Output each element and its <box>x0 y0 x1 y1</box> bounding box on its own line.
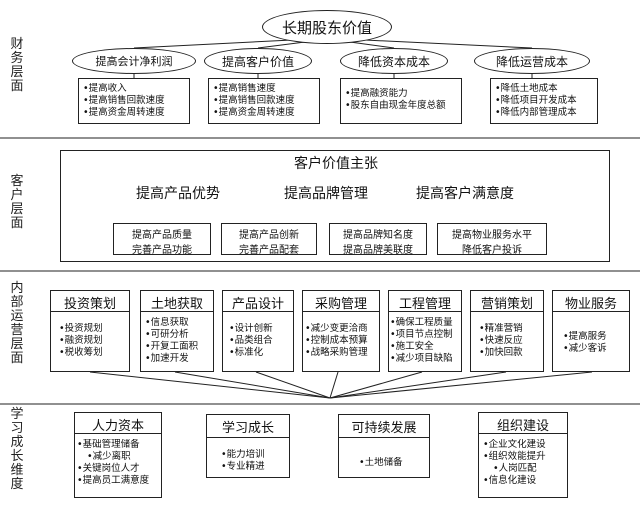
learning-item: •土地储备 <box>359 457 403 468</box>
layer-label-learning: 学习成长维度 <box>10 407 24 492</box>
customer-value-proposition: 客户价值主张 提高产品优势 提高品牌管理 提高客户满意度 提高产品质量 完善产品… <box>60 150 610 262</box>
finance-goal-0-box: •提高收入 •提高销售回款速度 •提高资金周转速度 <box>78 78 190 124</box>
internal-block-1: 土地获取 •信息获取 •可研分析 •开复工面积 •加速开发 <box>140 290 214 372</box>
internal-block-3-title: 采购管理 <box>303 293 379 312</box>
customer-item: 提高产品质量 <box>132 230 192 241</box>
learning-item: •企业文化建设 <box>483 439 546 450</box>
customer-item: 降低客户投诉 <box>462 245 522 256</box>
learning-block-1: 学习成长 •能力培训 •专业精进 <box>206 414 290 478</box>
customer-group-1-title: 提高品牌管理 <box>284 186 368 202</box>
internal-item: •融资规划 <box>59 335 103 346</box>
finance-goal-3-item: •降低项目开发成本 <box>495 95 577 106</box>
learning-block-0: 人力资本 •基础管理储备 •减少离职 •关键岗位人才 •提高员工满意度 <box>74 412 162 498</box>
finance-goal-2-item: •提高融资能力 <box>345 88 408 99</box>
finance-goal-1-box: •提高销售速度 •提高销售回款速度 •提高资金周转速度 <box>208 78 320 124</box>
finance-goal-2-box: •提高融资能力 •股东自由现金年度总额 <box>340 78 462 124</box>
customer-item: 提高品牌知名度 <box>343 230 413 241</box>
finance-goal-1-item: •提高资金周转速度 <box>213 107 295 118</box>
internal-item: •确保工程质量 <box>390 317 453 328</box>
learning-block-1-title: 学习成长 <box>207 417 289 438</box>
customer-item: 完善产品配套 <box>239 245 299 256</box>
internal-item: •税收筹划 <box>59 347 103 358</box>
learning-item: •提高员工满意度 <box>77 475 150 486</box>
internal-item: •品类组合 <box>229 335 273 346</box>
finance-goal-3-box: •降低土地成本 •降低项目开发成本 •降低内部管理成本 <box>490 78 598 124</box>
finance-goal-0-item: •提高收入 <box>83 83 127 94</box>
finance-goal-3-title: 降低运营成本 <box>474 48 590 74</box>
learning-block-2: 可持续发展 •土地储备 <box>338 414 430 478</box>
internal-block-4: 工程管理 •确保工程质量 •项目节点控制 •施工安全 •减少项目缺陷 <box>388 290 462 372</box>
internal-item: •施工安全 <box>390 341 434 352</box>
finance-goal-1-item: •提高销售回款速度 <box>213 95 295 106</box>
customer-item: 提高品牌美联度 <box>343 245 413 256</box>
layer-label-internal: 内部运营层面 <box>10 281 24 366</box>
customer-item: 提高物业服务水平 <box>452 230 532 241</box>
customer-subgroup-brand: 提高品牌知名度 提高品牌美联度 <box>329 223 427 256</box>
finance-goal-3-item: •降低内部管理成本 <box>495 107 577 118</box>
learning-item: •减少离职 <box>87 451 131 462</box>
learning-block-2-title: 可持续发展 <box>339 417 429 438</box>
internal-item: •战略采购管理 <box>305 347 368 358</box>
internal-item: •减少项目缺陷 <box>390 353 453 364</box>
finance-goal-0-item: •提高销售回款速度 <box>83 95 165 106</box>
internal-block-5-title: 营销策划 <box>471 293 543 312</box>
internal-block-4-title: 工程管理 <box>389 293 461 312</box>
customer-title: 客户价值主张 <box>294 156 378 172</box>
internal-item: •投资规划 <box>59 323 103 334</box>
customer-subgroup-quality: 提高产品质量 完善产品功能 <box>113 223 211 256</box>
learning-item: •组织效能提升 <box>483 451 546 462</box>
learning-item: •能力培训 <box>221 449 265 460</box>
internal-block-3: 采购管理 •减少变更洽商 •控制成本预算 •战略采购管理 <box>302 290 380 372</box>
learning-block-3: 组织建设 •企业文化建设 •组织效能提升 •人岗匹配 •信息化建设 <box>478 412 568 498</box>
internal-block-5: 营销策划 •精准营销 •快速反应 •加快回款 <box>470 290 544 372</box>
internal-block-6: 物业服务 •提高服务 •减少客诉 <box>552 290 630 372</box>
internal-block-1-title: 土地获取 <box>141 293 213 312</box>
customer-group-2-title: 提高客户满意度 <box>416 186 514 202</box>
finance-goal-3-item: •降低土地成本 <box>495 83 558 94</box>
internal-item: •减少客诉 <box>563 343 607 354</box>
internal-item: •开复工面积 <box>145 341 199 352</box>
learning-item: •专业精进 <box>221 461 265 472</box>
internal-item: •精准营销 <box>479 323 523 334</box>
layer-label-customer: 客户层面 <box>10 174 24 231</box>
internal-item: •可研分析 <box>145 329 189 340</box>
layer-label-finance: 财务层面 <box>10 37 24 94</box>
learning-item: •信息化建设 <box>483 475 537 486</box>
internal-block-0-title: 投资策划 <box>51 293 129 312</box>
customer-item: 完善产品功能 <box>132 245 192 256</box>
finance-goal-0-title: 提高会计净利润 <box>72 48 196 74</box>
internal-block-2: 产品设计 •设计创新 •品类组合 •标准化 <box>222 290 294 372</box>
internal-item: •减少变更洽商 <box>305 323 368 334</box>
learning-block-0-title: 人力资本 <box>75 415 161 434</box>
finance-goal-1-item: •提高销售速度 <box>213 83 276 94</box>
internal-item: •信息获取 <box>145 317 189 328</box>
internal-item: •标准化 <box>229 347 264 358</box>
internal-block-2-title: 产品设计 <box>223 293 293 312</box>
finance-goal-0-item: •提高资金周转速度 <box>83 107 165 118</box>
learning-block-3-title: 组织建设 <box>479 415 567 434</box>
internal-item: •项目节点控制 <box>390 329 453 340</box>
internal-item: •加快回款 <box>479 347 523 358</box>
internal-item: •加速开发 <box>145 353 189 364</box>
internal-item: •提高服务 <box>563 331 607 342</box>
long-term-shareholder-value: 长期股东价值 <box>262 10 392 44</box>
customer-group-0-title: 提高产品优势 <box>136 186 220 202</box>
finance-goal-1-title: 提高客户价值 <box>204 48 312 74</box>
finance-goal-2-item: •股东自由现金年度总额 <box>345 100 446 111</box>
internal-block-0: 投资策划 •投资规划 •融资规划 •税收筹划 <box>50 290 130 372</box>
learning-item: •基础管理储备 <box>77 439 140 450</box>
learning-item: •关键岗位人才 <box>77 463 140 474</box>
customer-subgroup-innovation: 提高产品创新 完善产品配套 <box>221 223 317 256</box>
customer-item: 提高产品创新 <box>239 230 299 241</box>
learning-item: •人岗匹配 <box>493 463 537 474</box>
internal-item: •设计创新 <box>229 323 273 334</box>
internal-block-6-title: 物业服务 <box>553 293 629 312</box>
internal-item: •控制成本预算 <box>305 335 368 346</box>
internal-item: •快速反应 <box>479 335 523 346</box>
finance-goal-2-title: 降低资本成本 <box>340 48 448 74</box>
customer-subgroup-satisfaction: 提高物业服务水平 降低客户投诉 <box>437 223 547 256</box>
